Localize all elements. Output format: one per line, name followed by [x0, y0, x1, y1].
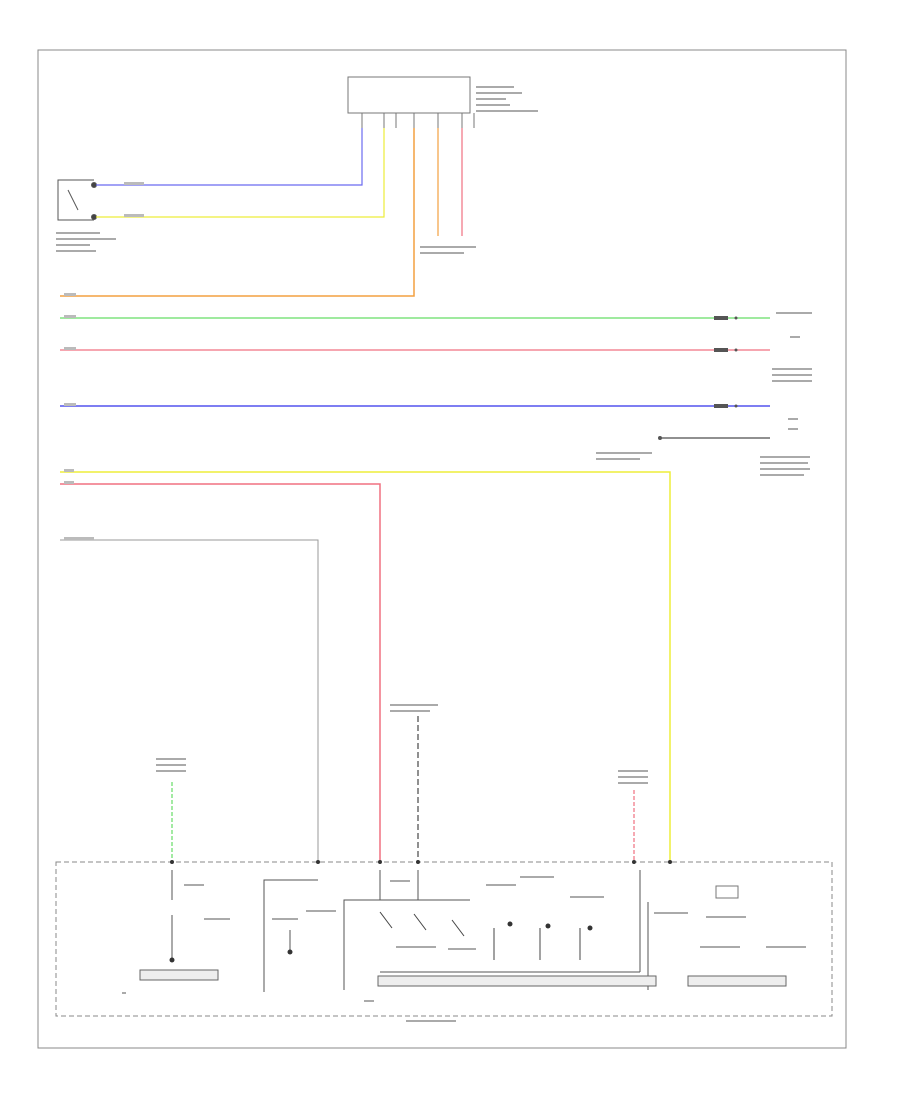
right-connectors [658, 316, 738, 440]
top-left-switch [57, 179, 97, 221]
panel-dots [169, 860, 672, 963]
panel-switches [379, 911, 581, 960]
wire-red-down [60, 483, 381, 862]
wire-yellow-main [60, 471, 671, 862]
left-wire-tags [64, 293, 94, 540]
diagram-border [37, 49, 847, 1049]
panel-right-module [715, 885, 739, 899]
ground-label [420, 246, 476, 254]
wire-orange-main [60, 128, 415, 297]
panel-internals [171, 870, 649, 992]
control-module-pins [361, 113, 475, 128]
ground-bars [139, 969, 787, 987]
bottom-panel [55, 861, 833, 1017]
wire-yellow-switch [96, 128, 385, 218]
wire-blue-switch [96, 128, 363, 186]
panel-labels [122, 876, 806, 1022]
right-component-labels [596, 312, 812, 476]
wire-gray-down [60, 539, 319, 862]
control-module-box [347, 76, 471, 114]
drop-labels [156, 704, 648, 784]
top-left-switch-label [56, 232, 116, 252]
wire-labels-switch [124, 182, 144, 217]
control-module-label [476, 86, 538, 112]
